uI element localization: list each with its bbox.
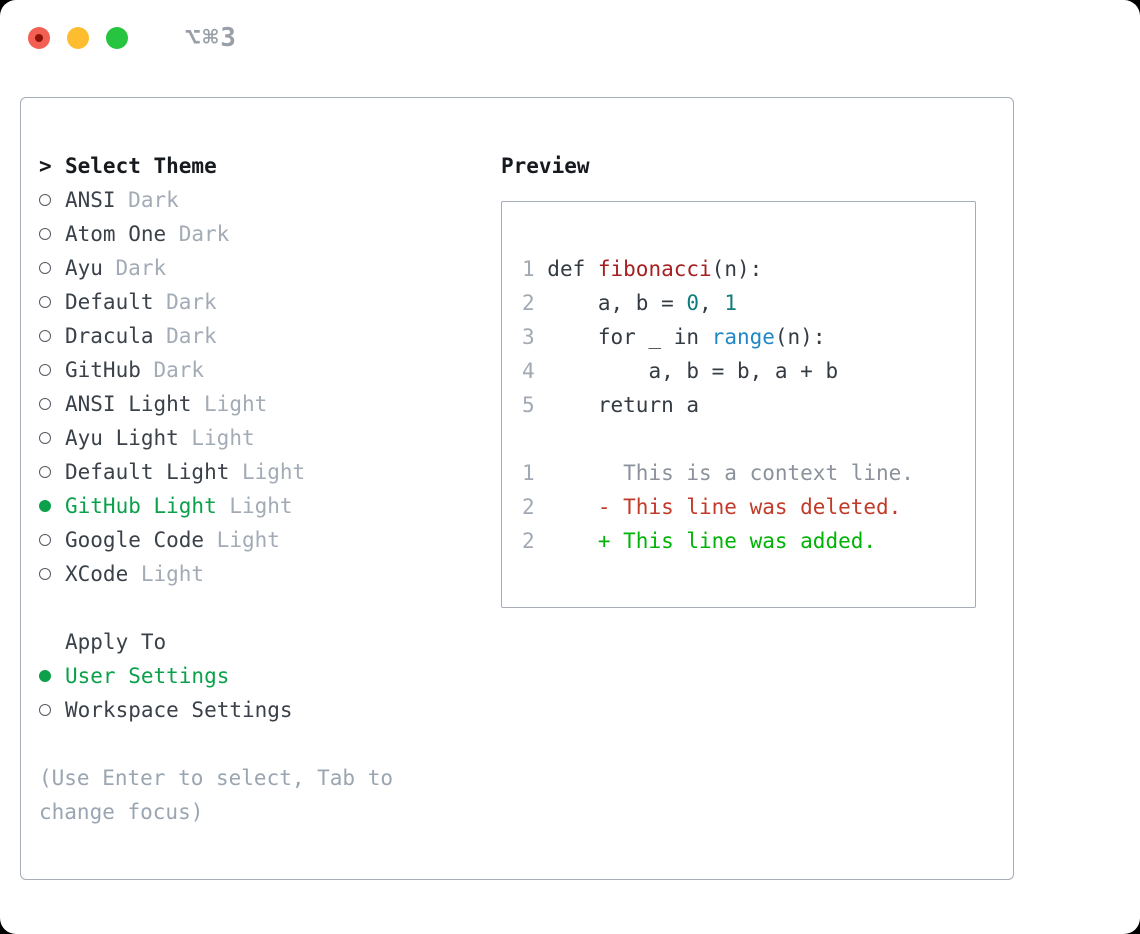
code-line: 1 def fibonacci(n): bbox=[522, 257, 763, 281]
radio-icon bbox=[39, 296, 65, 308]
radio-icon bbox=[39, 704, 65, 716]
apply-to-title: Apply To bbox=[65, 630, 167, 654]
theme-name: Atom One bbox=[65, 222, 167, 246]
preview-title: Preview bbox=[501, 154, 590, 178]
radio-icon bbox=[39, 228, 65, 240]
radio-icon bbox=[39, 194, 65, 206]
code-preview: 1 def fibonacci(n): 2 a, b = 0, 1 3 for _ … bbox=[502, 202, 975, 558]
theme-option-default-light[interactable]: Default Light Light bbox=[39, 455, 393, 489]
theme-option-xcode[interactable]: XCode Light bbox=[39, 557, 393, 591]
theme-option-ansi[interactable]: ANSI Dark bbox=[39, 183, 393, 217]
theme-variant: Light bbox=[140, 562, 205, 586]
theme-variant: Light bbox=[241, 460, 306, 484]
theme-variant: Dark bbox=[115, 256, 167, 280]
theme-option-github-light[interactable]: GitHub Light Light bbox=[39, 489, 393, 523]
theme-variant: Dark bbox=[178, 222, 230, 246]
radio-icon bbox=[39, 432, 65, 444]
theme-option-ayu[interactable]: Ayu Dark bbox=[39, 251, 393, 285]
hint-line-2: change focus) bbox=[39, 800, 204, 824]
line-number: 2 bbox=[522, 529, 548, 553]
minimize-button[interactable] bbox=[67, 27, 89, 49]
window-title: ⌥⌘3 bbox=[185, 23, 238, 53]
theme-variant: Dark bbox=[153, 358, 205, 382]
apply-option-user-settings[interactable]: User Settings bbox=[39, 659, 393, 693]
code-line: 1 This is a context line. bbox=[522, 461, 914, 485]
prompt-cursor-icon: > bbox=[39, 154, 52, 178]
theme-option-default[interactable]: Default Dark bbox=[39, 285, 393, 319]
code-line: 3 for _ in range(n): bbox=[522, 325, 826, 349]
line-number: 2 bbox=[522, 495, 548, 519]
spacer bbox=[39, 727, 393, 761]
theme-variant: Light bbox=[216, 528, 280, 552]
theme-option-dracula[interactable]: Dracula Dark bbox=[39, 319, 393, 353]
spacer bbox=[39, 591, 393, 625]
theme-option-github[interactable]: GitHub Dark bbox=[39, 353, 393, 387]
code-line: 5 return a bbox=[522, 393, 700, 417]
theme-name: ANSI Light bbox=[65, 392, 192, 416]
code-line: 2 + This line was added. bbox=[522, 529, 877, 553]
select-theme-title: Select Theme bbox=[65, 154, 217, 178]
theme-name: Default bbox=[65, 290, 154, 314]
apply-option-label: User Settings bbox=[65, 664, 230, 688]
theme-variant: Light bbox=[204, 392, 268, 416]
line-number: 1 bbox=[522, 257, 548, 281]
theme-option-google-code[interactable]: Google Code Light bbox=[39, 523, 393, 557]
apply-option-label: Workspace Settings bbox=[65, 698, 293, 722]
line-number: 4 bbox=[522, 359, 548, 383]
radio-icon bbox=[39, 330, 65, 342]
radio-selected-icon bbox=[39, 670, 65, 682]
theme-option-ayu-light[interactable]: Ayu Light Light bbox=[39, 421, 393, 455]
theme-name: Ayu bbox=[65, 256, 103, 280]
theme-variant: Light bbox=[191, 426, 255, 450]
apply-to-header: Apply To bbox=[39, 625, 393, 659]
radio-icon bbox=[39, 466, 65, 478]
line-number: 5 bbox=[522, 393, 548, 417]
theme-name: ANSI bbox=[65, 188, 116, 212]
code-line: 4 a, b = b, a + b bbox=[522, 359, 839, 383]
theme-name: Google Code bbox=[65, 528, 205, 552]
line-number: 3 bbox=[522, 325, 548, 349]
radio-icon bbox=[39, 262, 65, 274]
code-line: 2 - This line was deleted. bbox=[522, 495, 902, 519]
close-button[interactable] bbox=[28, 27, 50, 49]
theme-name: GitHub bbox=[65, 358, 141, 382]
code-line: 2 a, b = 0, 1 bbox=[522, 291, 737, 315]
line-number: 1 bbox=[522, 461, 548, 485]
code-blank-line bbox=[522, 422, 965, 456]
theme-option-atom-one[interactable]: Atom One Dark bbox=[39, 217, 393, 251]
theme-variant: Dark bbox=[128, 188, 179, 212]
theme-name: Dracula bbox=[65, 324, 154, 348]
preview-box: 1 def fibonacci(n): 2 a, b = 0, 1 3 for _ … bbox=[501, 201, 976, 608]
titlebar: ⌥⌘3 bbox=[28, 23, 238, 53]
radio-icon bbox=[39, 534, 65, 546]
theme-name: GitHub Light bbox=[65, 494, 217, 518]
line-number: 2 bbox=[522, 291, 548, 315]
theme-variant: Dark bbox=[166, 324, 217, 348]
radio-icon bbox=[39, 398, 65, 410]
theme-variant: Light bbox=[229, 494, 293, 518]
radio-icon bbox=[39, 568, 65, 580]
hint-line-1: (Use Enter to select, Tab to bbox=[39, 766, 394, 790]
theme-name: Default Light bbox=[65, 460, 230, 484]
theme-name: Ayu Light bbox=[65, 426, 179, 450]
theme-variant: Dark bbox=[166, 290, 217, 314]
select-theme-header: > Select Theme bbox=[39, 149, 393, 183]
theme-option-ansi-light[interactable]: ANSI Light Light bbox=[39, 387, 393, 421]
zoom-button[interactable] bbox=[106, 27, 128, 49]
radio-icon bbox=[39, 364, 65, 376]
preview-column: Preview 1 def fibonacci(n): 2 a, b = 0, 1… bbox=[501, 149, 976, 608]
theme-name: XCode bbox=[65, 562, 129, 586]
apply-option-workspace-settings[interactable]: Workspace Settings bbox=[39, 693, 393, 727]
radio-selected-icon bbox=[39, 500, 65, 512]
